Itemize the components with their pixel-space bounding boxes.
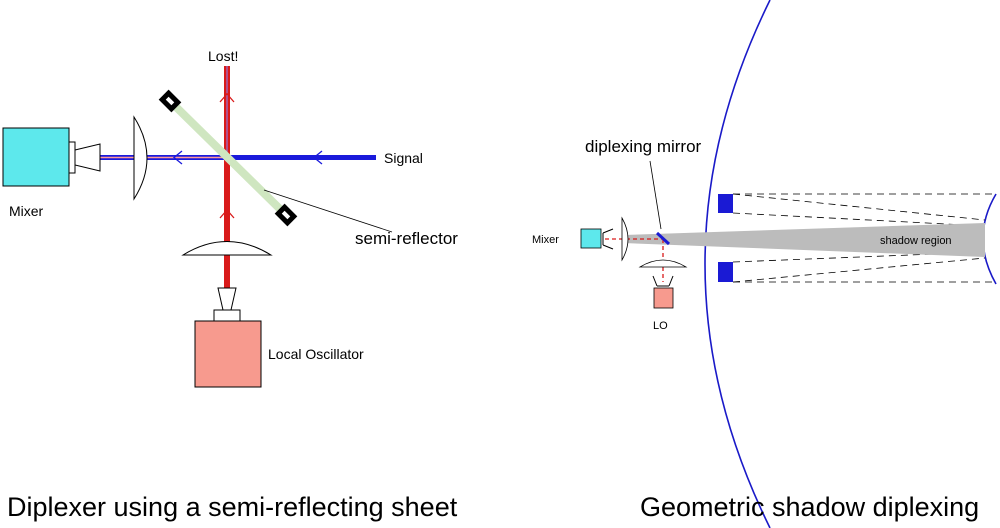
semi-reflector-sheet	[169, 100, 287, 216]
lo-small-lens	[638, 259, 688, 268]
lo-beam-arrows	[219, 93, 235, 219]
lo-beam-vertical	[224, 66, 230, 322]
diplexing-mirror	[655, 231, 671, 246]
lo-small-box	[653, 287, 674, 309]
mixer-small-box	[580, 228, 602, 249]
mixer-small-lens	[621, 216, 629, 262]
mixer-horn	[74, 143, 101, 172]
lo-horn-flange	[213, 309, 241, 322]
lo-small-horn	[652, 275, 674, 287]
blocker-top	[718, 194, 733, 213]
lost-label: Lost!	[208, 48, 238, 64]
local-oscillator-box	[194, 320, 262, 388]
semi-reflector-label: semi-reflector	[355, 229, 458, 248]
diplexing-mirror-leader	[649, 160, 662, 230]
left-caption: Diplexer using a semi-reflecting sheet	[7, 492, 458, 522]
semi-reflector-holder-top	[158, 89, 182, 113]
right-diagram: diplexing mirror Mixer shadow region LO …	[532, 0, 997, 528]
semi-reflector-holder-bottom	[274, 203, 298, 227]
mixer-box	[2, 127, 70, 187]
primary-dish	[704, 0, 771, 528]
diplexing-mirror-label: diplexing mirror	[585, 137, 702, 156]
beam-envelope-lines	[732, 193, 996, 283]
mixer-small-horn	[602, 228, 614, 250]
lo-lens	[181, 241, 273, 256]
lo-label-right: LO	[653, 320, 668, 332]
left-diagram: Lost! Signal Mixer semi-reflector Local …	[2, 48, 458, 522]
semi-reflector-leader	[263, 189, 393, 233]
mixer-label-right: Mixer	[532, 234, 559, 246]
lo-dashed-beam	[605, 238, 664, 282]
lo-horn	[217, 287, 237, 311]
local-oscillator-label: Local Oscillator	[268, 346, 364, 362]
mixer-lens	[133, 115, 148, 201]
shadow-region	[623, 223, 985, 257]
signal-beam-horizontal	[229, 155, 376, 160]
blocker-bottom	[718, 262, 733, 282]
signal-label: Signal	[384, 150, 423, 166]
signal-beam-arrows	[172, 150, 323, 165]
shadow-region-label: shadow region	[880, 235, 952, 247]
mixer-label-left: Mixer	[9, 203, 44, 219]
right-caption: Geometric shadow diplexing	[640, 492, 979, 522]
